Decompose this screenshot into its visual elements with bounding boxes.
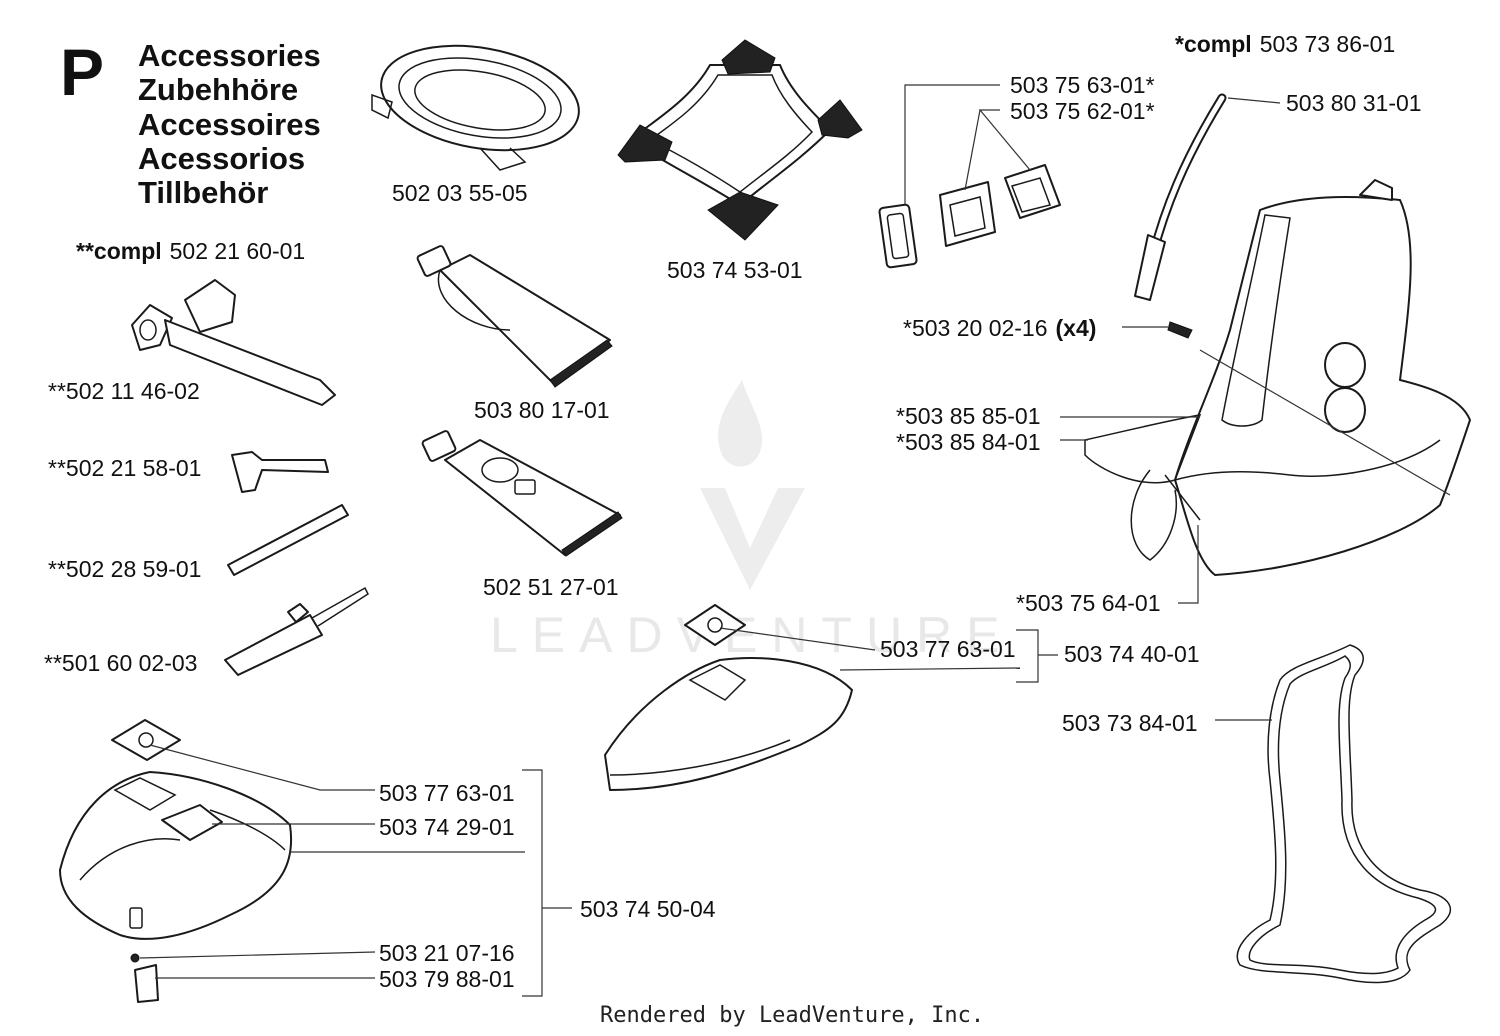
- compl-tools-prefix: **compl: [76, 238, 162, 264]
- watermark: LEADVENTURE: [490, 380, 1014, 663]
- hose-illustration: [1134, 93, 1227, 301]
- title-en: Accessories: [138, 38, 321, 73]
- leader-buckle-b2: [964, 109, 981, 191]
- compl-tools-number: 502 21 60-01: [170, 238, 306, 264]
- bracket-right: [1016, 629, 1058, 683]
- compl-prefix: *compl: [1175, 31, 1252, 57]
- label-pin[interactable]: **502 28 59-01: [48, 556, 201, 582]
- leader-plate-left: [149, 744, 375, 791]
- label-harness-pad[interactable]: 503 74 53-01: [667, 257, 803, 283]
- leader-hose: [1227, 97, 1281, 104]
- label-ring-guard[interactable]: 502 03 55-05: [392, 180, 528, 206]
- label-hex-key[interactable]: **502 21 58-01: [48, 455, 201, 481]
- leader-guard-right: [839, 667, 1021, 671]
- title-de: Zubehhöre: [138, 72, 298, 107]
- label-frame[interactable]: 503 73 84-01: [1062, 710, 1198, 736]
- label-buckle-a[interactable]: 503 75 63-01*: [1010, 72, 1155, 98]
- compl-number: 503 73 86-01: [1260, 31, 1396, 57]
- pin-illustration: [227, 504, 349, 576]
- label-hose[interactable]: 503 80 31-01: [1286, 90, 1422, 116]
- leader-screw-small: [139, 951, 376, 959]
- frame-illustration: [1236, 644, 1452, 984]
- screwdriver-illustration: [224, 586, 369, 676]
- screw-number: *503 20 02-16: [903, 315, 1048, 341]
- grease-tube-2-illustration: [421, 430, 623, 557]
- left-guard-illustration: [59, 719, 293, 1003]
- label-compl-backpack[interactable]: *compl 503 73 86-01: [1175, 31, 1395, 57]
- label-strap-a[interactable]: *503 85 85-01: [896, 403, 1041, 429]
- label-grease-tube-1[interactable]: 503 80 17-01: [474, 397, 610, 423]
- label-wrench[interactable]: **502 11 46-02: [48, 378, 200, 404]
- leader-hook: [1178, 525, 1199, 604]
- label-screw-small[interactable]: 503 21 07-16: [379, 940, 515, 966]
- label-clip[interactable]: 503 79 88-01: [379, 966, 515, 992]
- label-grease-tube-2[interactable]: 502 51 27-01: [483, 574, 619, 600]
- hex-key-illustration: [231, 451, 329, 493]
- label-strap-b[interactable]: *503 85 84-01: [896, 429, 1041, 455]
- wrench-illustration: [131, 279, 336, 406]
- label-guard-kit-right[interactable]: 503 74 40-01: [1064, 641, 1200, 667]
- label-guard-kit-left[interactable]: 503 74 50-04: [580, 896, 716, 922]
- label-plate-right[interactable]: 503 77 63-01: [880, 636, 1016, 662]
- backpack-illustration: [1084, 179, 1471, 576]
- buckle-illustration: [878, 164, 1061, 269]
- label-compl-tools[interactable]: **compl 502 21 60-01: [76, 238, 305, 264]
- label-decal[interactable]: 503 74 29-01: [379, 814, 515, 840]
- grease-tube-1-illustration: [416, 245, 613, 388]
- screw-illustration: [1167, 321, 1193, 339]
- label-buckle-b[interactable]: 503 75 62-01*: [1010, 98, 1155, 124]
- title-es: Acessorios: [138, 141, 305, 176]
- label-screwdriver[interactable]: **501 60 02-03: [44, 650, 197, 676]
- label-screw[interactable]: *503 20 02-16 (x4): [903, 315, 1096, 341]
- right-guard-illustration: [604, 604, 853, 791]
- leader-plate-right: [719, 627, 876, 651]
- section-letter: P: [60, 35, 104, 109]
- screw-quantity: (x4): [1056, 315, 1097, 341]
- title-sv: Tillbehör: [138, 175, 268, 210]
- harness-pad-illustration: [617, 39, 863, 241]
- label-hook[interactable]: *503 75 64-01: [1016, 590, 1161, 616]
- title-fr: Accessoires: [138, 107, 321, 142]
- label-plate-left[interactable]: 503 77 63-01: [379, 780, 515, 806]
- leader-buckle-a: [904, 84, 1000, 204]
- watermark-text: LEADVENTURE: [490, 607, 1014, 663]
- footer-credit: Rendered by LeadVenture, Inc.: [600, 1003, 984, 1028]
- bracket-left: [522, 769, 572, 997]
- ring-guard-illustration: [371, 44, 580, 171]
